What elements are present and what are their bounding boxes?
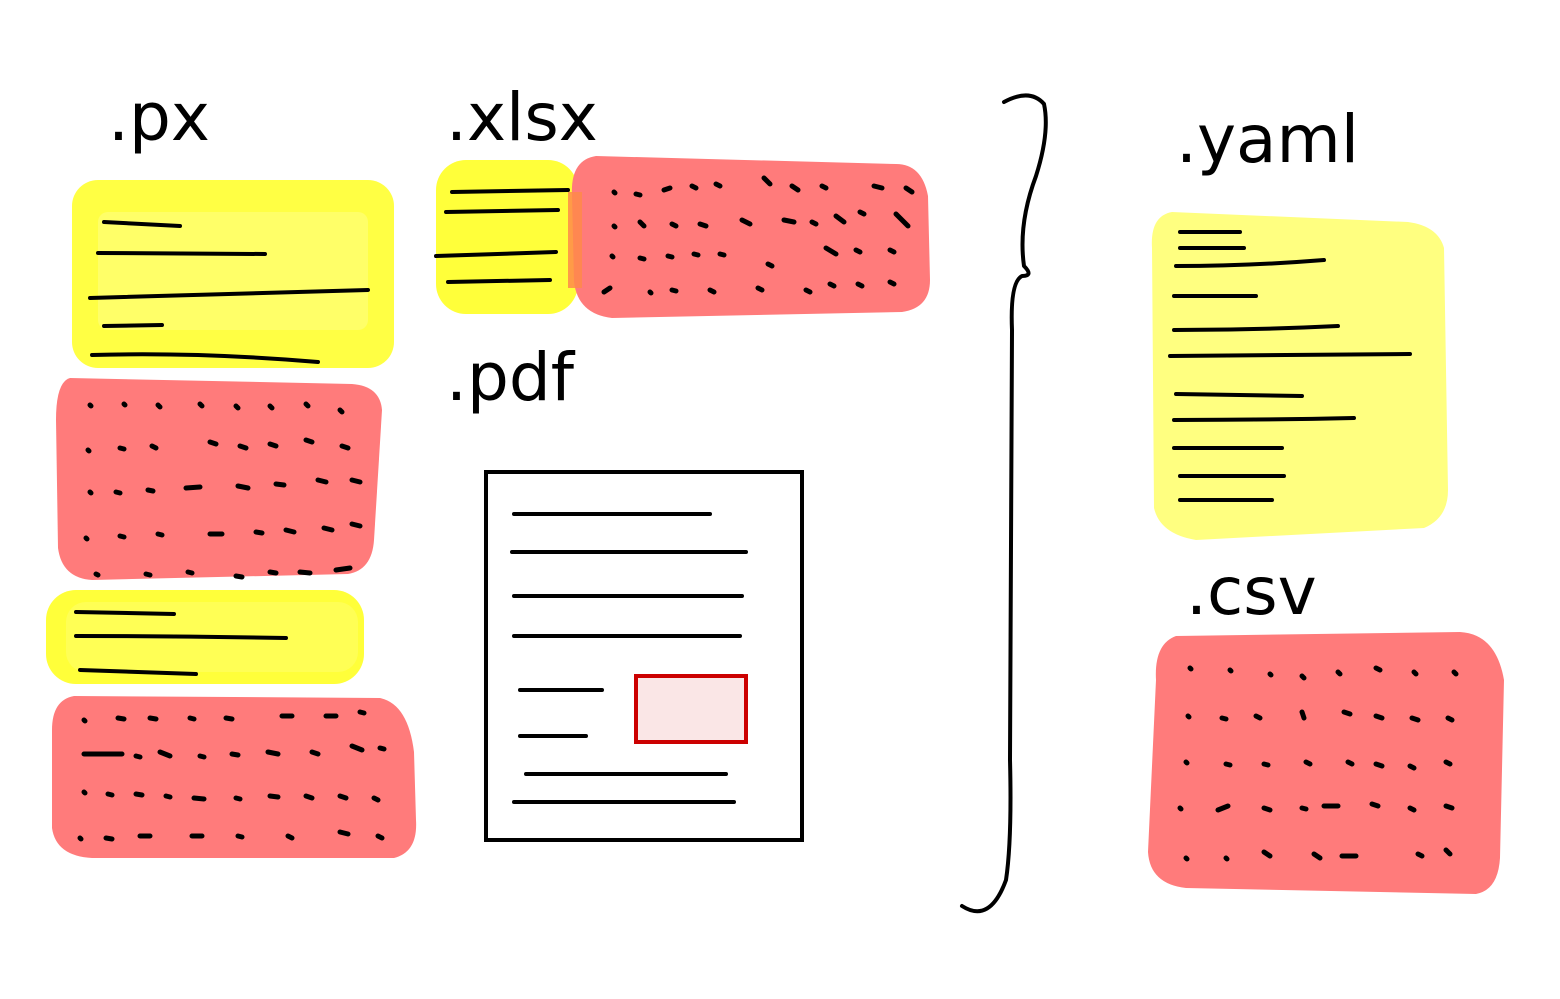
label-yaml: .yaml [1176,101,1359,178]
label-csv: .csv [1186,553,1317,630]
yaml-text-block [1151,212,1448,540]
label-pdf: .pdf [446,339,576,416]
pdf-highlight-box [634,674,748,744]
px-data-block-2 [52,696,417,858]
xlsx-text-block [434,160,578,314]
csv-data-block [1148,632,1504,894]
right-curly-brace-icon [960,93,1048,914]
xlsx-data-block [568,156,930,318]
px-text-block-2 [46,590,364,684]
pdf-document-icon [484,470,804,842]
label-px: .px [108,79,210,156]
px-text-block-1 [72,180,394,368]
px-data-block-1 [56,378,382,580]
label-xlsx: .xlsx [446,79,598,156]
